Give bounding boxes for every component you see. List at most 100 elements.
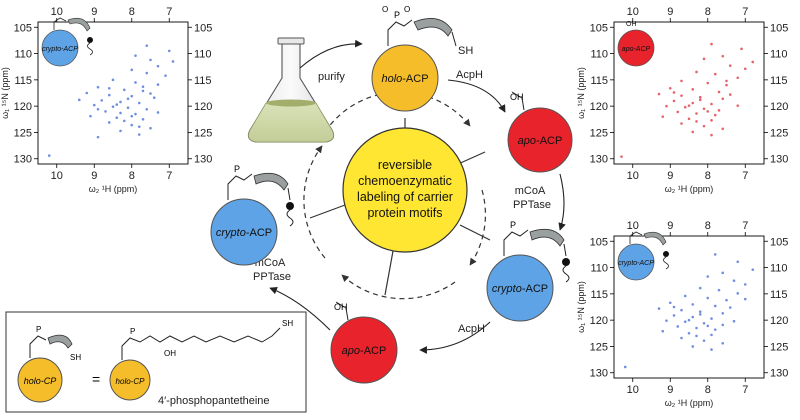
x-axis-label: ω₂ ¹H (ppm) [665, 184, 714, 194]
peak-point [713, 113, 717, 117]
y-tick-label: 105 [590, 22, 608, 34]
state-badge-label: apo-ACP [622, 46, 651, 53]
x-axis-label: ω₂ ¹H (ppm) [665, 398, 714, 408]
arrow-purify [299, 39, 363, 69]
y-tick-label: 110 [14, 49, 32, 61]
peak-point [680, 122, 683, 125]
y-tick-label: 115 [194, 75, 212, 87]
x-tick-label: 10 [627, 220, 639, 232]
peak-point [137, 133, 141, 136]
svg-text:crypto-ACP: crypto-ACP [216, 227, 272, 239]
x-tick-label: 9 [667, 220, 673, 232]
peak-point [47, 154, 51, 157]
peak-point [706, 296, 710, 300]
x-tick-label: 8 [705, 6, 711, 18]
svg-text:OH: OH [334, 302, 348, 312]
peak-point [736, 260, 740, 264]
peak-point [156, 83, 160, 86]
svg-text:mCoA: mCoA [515, 185, 546, 197]
x-tick-label: 7 [166, 170, 172, 182]
peak-point [713, 72, 717, 76]
peak-point [119, 129, 122, 133]
peak-point [706, 110, 710, 113]
svg-text:apo-ACP: apo-ACP [342, 345, 387, 357]
peak-point [122, 88, 126, 92]
peak-point [721, 341, 725, 345]
peak-point [713, 304, 717, 308]
svg-text:holo-CP: holo-CP [24, 376, 57, 386]
plot-frame [37, 21, 189, 165]
peak-point [698, 310, 702, 314]
peak-point [706, 324, 710, 328]
peak-point [167, 49, 171, 53]
probe-tail [87, 42, 93, 56]
state-badge [617, 29, 655, 67]
peak-point [743, 67, 747, 71]
state-badge [617, 243, 655, 281]
x-tick-label: 9 [667, 170, 673, 182]
x-tick-label: 7 [742, 170, 748, 182]
peak-point [672, 305, 676, 309]
peak-point [717, 109, 721, 112]
peak-point [657, 307, 661, 310]
svg-text:reversible: reversible [378, 158, 432, 172]
x-tick-label: 7 [742, 220, 748, 232]
y-tick-label: 130 [590, 368, 608, 380]
y-tick-label: 115 [14, 75, 32, 87]
y-tick-label: 130 [14, 154, 32, 166]
peak-point [164, 74, 167, 77]
peak-point [736, 76, 740, 80]
svg-text:OH: OH [164, 349, 176, 358]
peak-point [721, 312, 725, 315]
peak-point [115, 103, 119, 106]
y-tick-label: 130 [194, 154, 212, 166]
crypto-probe [663, 251, 669, 257]
x-tick-label: 10 [627, 170, 639, 182]
ppant-linker [643, 231, 667, 246]
peak-point [691, 315, 695, 319]
x-tick-label: 10 [627, 6, 639, 18]
state-badge [41, 29, 79, 67]
svg-text:SH: SH [282, 319, 293, 328]
x-tick-label: 9 [91, 170, 97, 182]
peak-point [691, 303, 695, 306]
y-tick-label: 105 [590, 236, 608, 248]
plot-frame [613, 235, 765, 379]
x-tick-label: 10 [51, 170, 63, 182]
peak-point [145, 71, 149, 75]
phospho-arm [53, 17, 67, 30]
oh-label: OH [626, 21, 637, 28]
peak-point [736, 292, 740, 295]
probe-tail [663, 256, 669, 270]
peak-point [691, 130, 695, 134]
center-hub [342, 127, 468, 253]
y-tick-label: 120 [194, 101, 212, 113]
step-acph-top: AcpH [456, 69, 483, 81]
apo-acp-state-right: apo-ACP OH [507, 91, 573, 173]
peak-point [702, 107, 706, 111]
peak-point [695, 120, 698, 123]
peak-point [107, 93, 111, 97]
svg-text:O: O [404, 5, 410, 14]
peak-point [130, 68, 134, 72]
x-tick-label: 8 [705, 384, 711, 396]
arrow-mcoa-left [269, 287, 331, 331]
peak-point [751, 60, 755, 64]
peak-point [721, 97, 725, 101]
svg-text:P: P [394, 10, 400, 20]
y-tick-label: 125 [770, 341, 788, 353]
svg-text:P: P [234, 164, 240, 174]
peak-point [107, 121, 111, 124]
peak-point [171, 60, 175, 63]
y-tick-label: 125 [590, 341, 608, 353]
peak-point [698, 286, 702, 290]
peak-point [141, 85, 145, 88]
y-tick-label: 120 [770, 315, 788, 327]
y-tick-label: 120 [590, 315, 608, 327]
peak-point [710, 119, 713, 122]
x-tick-label: 8 [705, 220, 711, 232]
peak-point [126, 97, 130, 101]
peak-point [119, 100, 122, 104]
peak-point [687, 331, 691, 335]
